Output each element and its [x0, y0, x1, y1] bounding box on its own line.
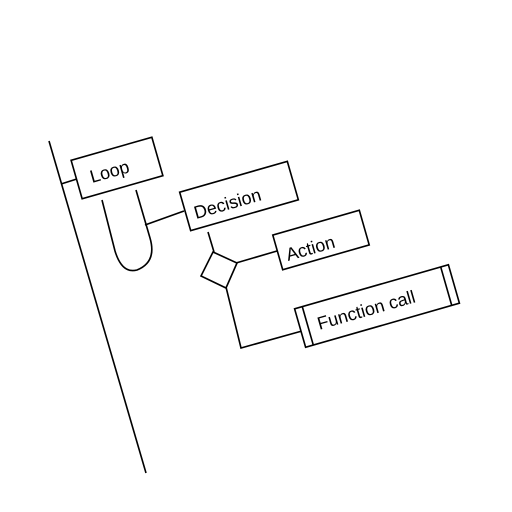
action-node[interactable]: Action — [271, 209, 371, 271]
action-box — [271, 209, 371, 271]
loop-node[interactable]: Loop — [70, 136, 164, 200]
function-call-box — [293, 263, 461, 349]
decision-node[interactable]: Decision — [178, 160, 300, 232]
branch-diamond[interactable] — [199, 250, 239, 290]
start-line — [48, 140, 147, 474]
connector-branch-action — [235, 250, 278, 264]
connector-decision-branch — [207, 231, 215, 253]
connector-loop-decision — [144, 210, 185, 226]
loop-box — [70, 136, 164, 200]
loop-return-arc — [101, 189, 153, 272]
function-call-node[interactable]: Function call — [293, 263, 461, 349]
connector-branch-function-call — [225, 286, 303, 349]
function-call-right-bar — [439, 266, 453, 306]
function-call-left-bar — [301, 306, 315, 346]
decision-box — [178, 160, 300, 232]
